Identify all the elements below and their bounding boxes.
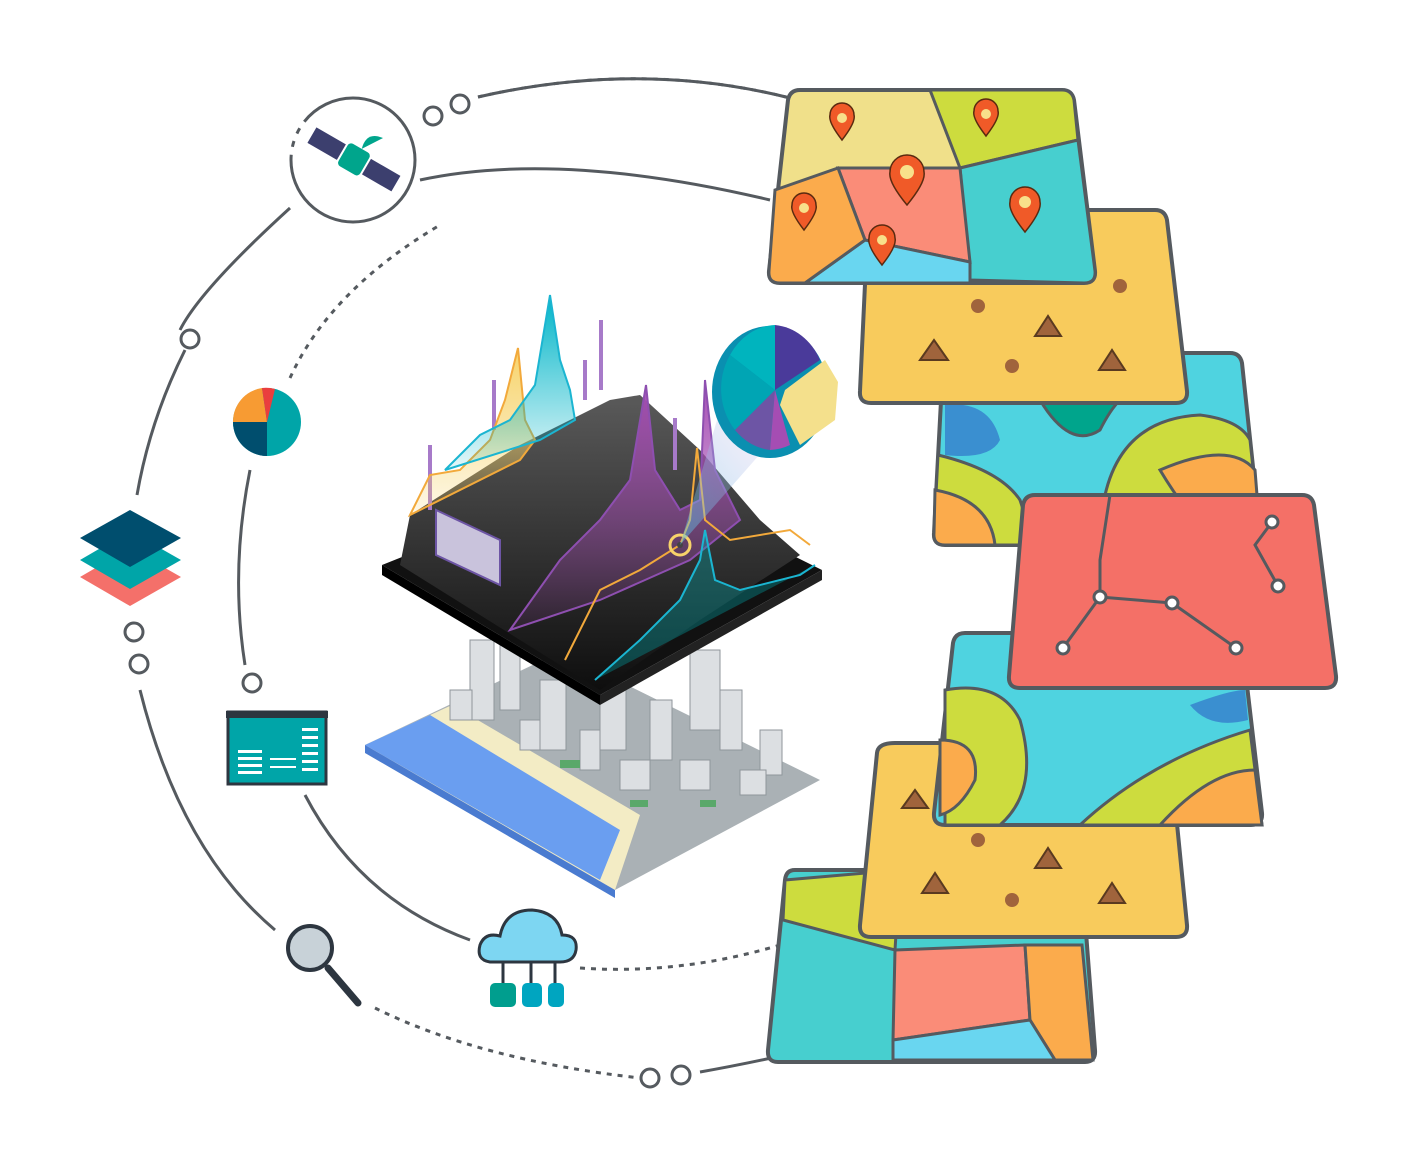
city-model (365, 619, 820, 898)
3d-pie-chart (712, 325, 838, 458)
layers-icon (80, 510, 181, 606)
location-target-icon (668, 533, 692, 557)
terrain-3d-chart (382, 294, 838, 705)
peak-cyan (444, 294, 577, 471)
data-table-icon (435, 508, 501, 587)
map-pin-icon (889, 154, 925, 207)
pie-chart-icon (232, 387, 301, 456)
peak-yellow (407, 347, 537, 518)
cloud-network-icon (477, 908, 578, 1007)
peak-orange (564, 447, 811, 661)
polygon-map-with-pins (766, 88, 1098, 285)
peak-purple (507, 379, 742, 632)
satellite-icon (289, 96, 417, 224)
dashboard-icon (226, 710, 328, 786)
magnifier-icon (286, 924, 362, 1007)
peak-teal (594, 529, 816, 681)
map-pin-icon (1009, 186, 1041, 234)
network-map (1006, 493, 1339, 690)
map-layer-stack (765, 88, 1339, 1064)
